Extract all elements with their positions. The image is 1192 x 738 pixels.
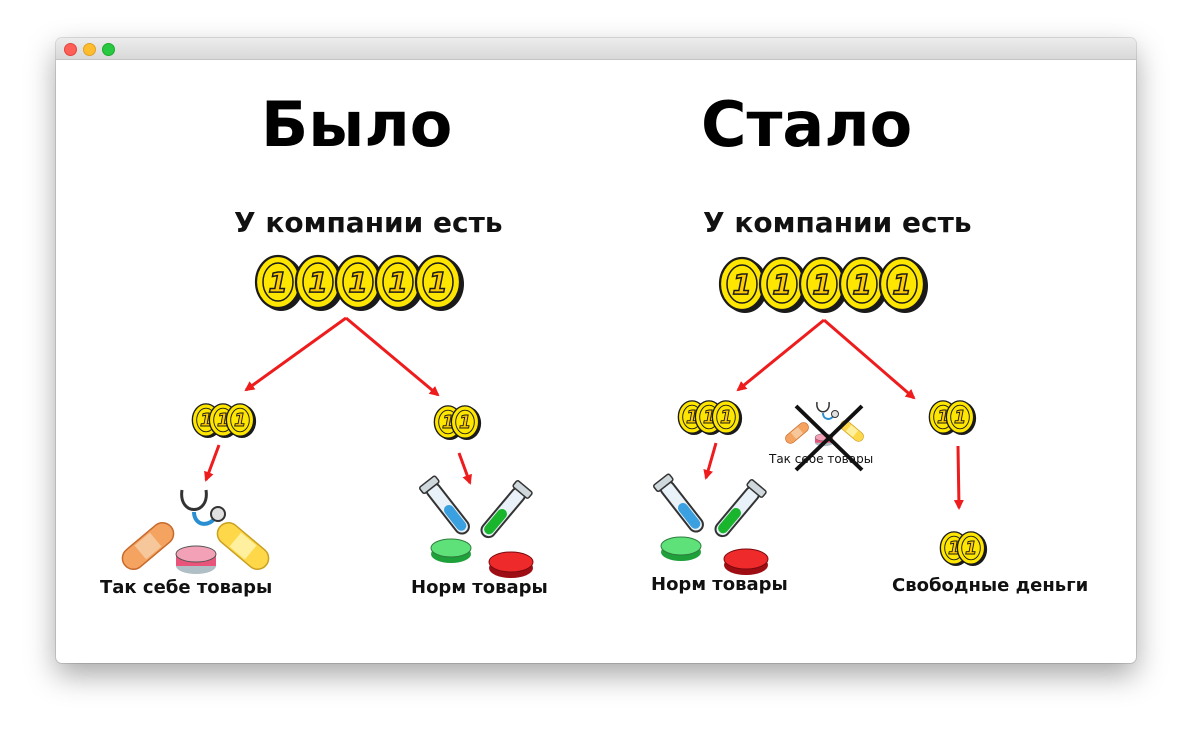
cross-mark-icon xyxy=(794,404,864,472)
minimize-button[interactable] xyxy=(83,43,96,56)
after-title: Стало xyxy=(701,88,913,161)
coin-icon: 1 xyxy=(718,256,770,315)
crossed-medical-goods-icon xyxy=(783,401,866,472)
svg-text:1: 1 xyxy=(234,411,246,431)
before-arrow-left-down xyxy=(204,444,221,482)
coin-icon: 1 xyxy=(414,254,466,313)
petri-dish-icon xyxy=(488,551,534,579)
svg-text:1: 1 xyxy=(954,408,966,428)
bandage-icon xyxy=(117,517,179,575)
coin-icon: 1 xyxy=(374,254,426,313)
svg-text:1: 1 xyxy=(892,268,911,301)
petri-dish-icon xyxy=(430,538,472,564)
svg-text:1: 1 xyxy=(348,266,367,299)
lab-goods-icon xyxy=(417,474,534,579)
coin-icon: 1 xyxy=(956,531,988,567)
title-bar xyxy=(56,38,1136,60)
before-right-label: Норм товары xyxy=(411,577,548,598)
after-subtitle: У компании есть xyxy=(703,206,972,239)
bandage-icon xyxy=(212,517,274,575)
coin-icon: 1 xyxy=(758,256,810,315)
svg-text:1: 1 xyxy=(428,266,447,299)
coin-icon: 1 xyxy=(878,256,930,315)
coin-icon: 1 xyxy=(254,254,306,313)
before-arrow-left xyxy=(244,316,347,392)
close-button[interactable] xyxy=(64,43,77,56)
svg-text:1: 1 xyxy=(852,268,871,301)
stethoscope-icon xyxy=(179,488,227,526)
app-window: Было Стало У компании есть У компании ес… xyxy=(56,38,1136,663)
svg-text:1: 1 xyxy=(459,413,471,433)
svg-text:1: 1 xyxy=(732,268,751,301)
petri-dish-icon xyxy=(723,548,769,576)
coin-icon: 1 xyxy=(798,256,850,315)
after-arrow-left-down xyxy=(703,442,718,480)
svg-text:1: 1 xyxy=(772,268,791,301)
test-tube-icon xyxy=(417,474,476,540)
coin-icon: 1 xyxy=(450,405,482,441)
before-subtitle: У компании есть xyxy=(234,206,503,239)
svg-text:1: 1 xyxy=(965,539,977,559)
svg-text:1: 1 xyxy=(720,408,732,428)
medical-goods-icon xyxy=(117,488,274,575)
svg-text:1: 1 xyxy=(308,266,327,299)
after-left-label: Норм товары xyxy=(651,574,788,595)
coin-icon: 1 xyxy=(838,256,890,315)
before-title: Было xyxy=(261,88,453,161)
after-arrow-right-down xyxy=(953,445,964,510)
before-arrow-right-down xyxy=(457,452,472,485)
after-right-label: Свободные деньги xyxy=(892,575,1089,596)
after-arrow-left xyxy=(736,318,825,392)
test-tube-icon xyxy=(709,477,768,542)
bandage-icon xyxy=(783,420,811,446)
before-left-label: Так себе товары xyxy=(100,577,273,598)
coin-icon: 1 xyxy=(334,254,386,313)
petri-dish-icon xyxy=(660,536,702,562)
coin-icon: 1 xyxy=(945,400,977,436)
test-tube-icon xyxy=(475,478,534,543)
svg-text:1: 1 xyxy=(268,266,287,299)
lab-goods-icon xyxy=(651,472,769,576)
coin-icon: 1 xyxy=(711,400,743,436)
test-tube-icon xyxy=(651,472,710,538)
svg-text:1: 1 xyxy=(388,266,407,299)
before-arrow-right xyxy=(345,316,440,397)
after-arrow-right xyxy=(823,318,916,400)
stethoscope-icon xyxy=(815,401,840,420)
zoom-button[interactable] xyxy=(102,43,115,56)
coin-icon: 1 xyxy=(225,403,257,439)
svg-text:1: 1 xyxy=(812,268,831,301)
petri-dish-icon xyxy=(175,545,217,575)
coin-icon: 1 xyxy=(294,254,346,313)
